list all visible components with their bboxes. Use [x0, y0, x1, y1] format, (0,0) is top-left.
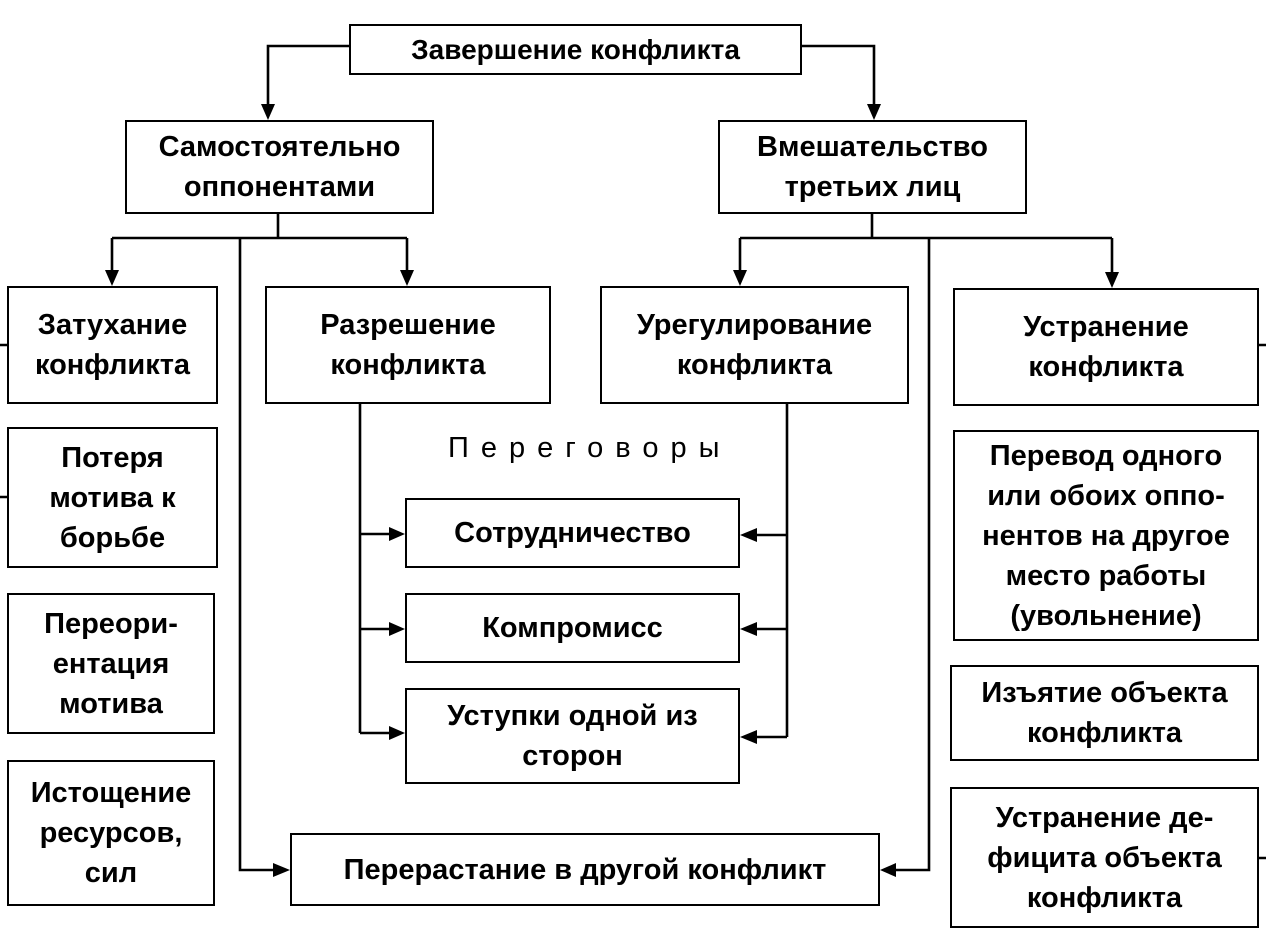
connector-fading-stub [0, 343, 7, 499]
arrowhead [261, 104, 275, 120]
compromise: Компромисс [405, 593, 740, 663]
resource-exhaustion: Истощение ресурсов, сил [7, 760, 215, 906]
opponent-transfer: Перевод одного или обоих оппо- нентов на… [953, 430, 1259, 641]
object-removal: Изъятие объекта конфликта [950, 665, 1259, 761]
arrowhead [1105, 272, 1119, 288]
third-party-intervention: Вмешательство третьих лиц [718, 120, 1027, 214]
arrowhead [400, 270, 414, 286]
concessions-one-side: Уступки одной из сторон [405, 688, 740, 784]
arrowhead [389, 726, 405, 740]
arrowhead [740, 528, 757, 542]
conflict-fading: Затухание конфликта [7, 286, 218, 404]
connector-to-escalation-left [238, 238, 273, 872]
arrowhead [740, 622, 757, 636]
negotiations-label: Переговоры [448, 432, 732, 464]
arrowhead [389, 622, 405, 636]
loss-of-motive: Потеря мотива к борьбе [7, 427, 218, 568]
arrowhead [105, 270, 119, 286]
arrowhead [733, 270, 747, 286]
connector-root-left [266, 44, 349, 104]
motive-reorientation: Переори- ентация мотива [7, 593, 215, 734]
conflict-settlement: Урегулирование конфликта [600, 286, 909, 404]
deficit-elimination: Устранение де- фицита объекта конфликта [950, 787, 1259, 928]
root-conflict-completion: Завершение конфликта [349, 24, 802, 75]
escalation-into-another-conflict: Перерастание в другой конфликт [290, 833, 880, 906]
connector-root-right [802, 44, 876, 104]
connector-elimination-stub [1259, 343, 1266, 860]
connector-self-bus [112, 214, 407, 240]
arrowhead [880, 863, 896, 877]
arrowhead [740, 730, 757, 744]
conflict-resolution: Разрешение конфликта [265, 286, 551, 404]
arrowhead [273, 863, 290, 877]
cooperation: Сотрудничество [405, 498, 740, 568]
arrowhead [867, 104, 881, 120]
connector-to-escalation-right [896, 238, 931, 872]
conflict-elimination: Устранение конфликта [953, 288, 1259, 406]
self-resolution-by-opponents: Самостоятельно оппонентами [125, 120, 434, 214]
arrowhead [389, 527, 405, 541]
connector-third-bus [740, 214, 1112, 240]
